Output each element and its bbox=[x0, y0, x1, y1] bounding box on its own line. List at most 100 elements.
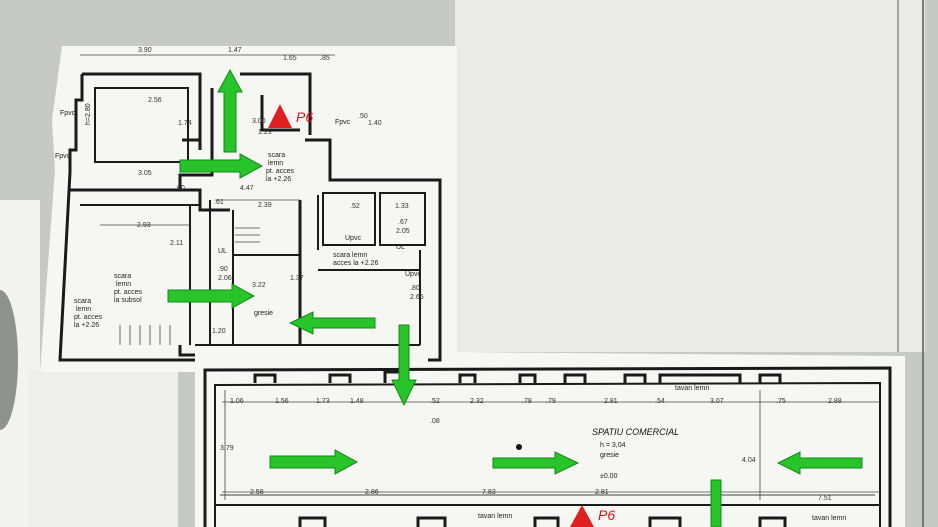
extinguisher-markers bbox=[268, 104, 594, 527]
stair-upper-2: lemn bbox=[268, 160, 283, 167]
dim-lower: 2.88 bbox=[828, 398, 842, 405]
commercial-level: ±0.00 bbox=[600, 473, 618, 480]
dim-lower: 2.32 bbox=[470, 398, 484, 405]
commercial-height: h = 3,04 bbox=[600, 442, 626, 449]
arrow-shaft-icon bbox=[710, 479, 722, 527]
dim-upper: 2.56 bbox=[148, 97, 162, 104]
dim-upper: 2.05 bbox=[396, 228, 410, 235]
ceiling-label-2: tavan lemn bbox=[478, 513, 512, 520]
dim-lower: 1.56 bbox=[275, 398, 289, 405]
stair-left-b-4: la +2.26 bbox=[74, 322, 99, 329]
arrow-right-icon bbox=[179, 153, 264, 179]
dim-lower: .75 bbox=[776, 398, 786, 405]
ceiling-label-1: tavan lemn bbox=[675, 385, 709, 392]
dim-lower: 3.07 bbox=[710, 398, 724, 405]
center-dot-icon bbox=[516, 444, 522, 450]
dim-lower: 1.48 bbox=[350, 398, 364, 405]
dim-lower: 4.04 bbox=[742, 457, 756, 464]
stair-mid-1: scara lemn bbox=[333, 252, 367, 259]
dim-upper: 1.74 bbox=[178, 120, 192, 127]
commercial-title: SPATIU COMERCIAL bbox=[592, 427, 679, 437]
dim-upper: 3.05 bbox=[138, 170, 152, 177]
dim-upper: .60 bbox=[175, 185, 185, 192]
gresie-label: gresie bbox=[254, 310, 273, 317]
dim-top-2: 1.47 bbox=[228, 47, 242, 54]
walls-lower bbox=[203, 366, 892, 527]
dim-lower: 2.86 bbox=[365, 489, 379, 496]
arrow-left-icon bbox=[288, 311, 376, 335]
extinguisher-label: P6 bbox=[296, 109, 313, 125]
paper-sheet-bottom-left bbox=[28, 370, 178, 527]
dim-upper: 1.33 bbox=[395, 203, 409, 210]
extinguisher-label-2: P6 bbox=[598, 507, 615, 523]
warning-triangle-icon bbox=[570, 505, 594, 527]
dim-lower: 2.81 bbox=[595, 489, 609, 496]
dim-upper: 2.11 bbox=[170, 240, 183, 247]
stair-left-a-3: pt. acces bbox=[114, 289, 143, 296]
dim-upper: 3.22 bbox=[252, 282, 266, 289]
stair-mid-2: acces la +2.26 bbox=[333, 260, 378, 267]
commercial-floor: gresie bbox=[600, 452, 619, 459]
dim-top-3: 1.65 bbox=[283, 55, 297, 62]
dim-upper: 1.20 bbox=[212, 328, 226, 335]
dim-upper: .50 bbox=[358, 113, 368, 120]
stair-left-a-2: lemn bbox=[116, 281, 131, 288]
arrow-down-icon bbox=[391, 324, 417, 407]
dim-upper: .80 bbox=[410, 285, 420, 292]
dim-lower: .08 bbox=[430, 418, 440, 425]
dim-lower: 1.06 bbox=[230, 398, 244, 405]
dim-upper: 2.39 bbox=[258, 202, 272, 209]
upvc-label-1: Upvc bbox=[345, 235, 361, 242]
stair-left-b-1: scara bbox=[74, 298, 91, 305]
dim-upper: 2.65 bbox=[410, 294, 424, 301]
dim-upper: 2.06 bbox=[218, 275, 232, 282]
height-label: h=2.80 bbox=[85, 103, 92, 125]
warning-triangle-icon bbox=[268, 104, 292, 128]
dim-lower: .79 bbox=[546, 398, 556, 405]
dim-lower: .52 bbox=[430, 398, 440, 405]
wc-label-1: UL bbox=[218, 248, 227, 255]
stair-upper-3: pt. acces bbox=[266, 168, 295, 175]
dim-lower: 2.81 bbox=[604, 398, 618, 405]
dim-lower: 7.83 bbox=[482, 489, 496, 496]
stair-left-b-2: lemn bbox=[76, 306, 91, 313]
dim-upper: .90 bbox=[218, 266, 228, 273]
stair-upper-4: la +2.26 bbox=[266, 176, 291, 183]
stair-left-a-1: scara bbox=[114, 273, 131, 280]
dim-lower: 3.79 bbox=[220, 445, 234, 452]
arrow-left-icon bbox=[776, 451, 863, 475]
arrow-right-icon bbox=[492, 451, 580, 475]
ceiling-label-3: tavan lemn bbox=[812, 515, 846, 522]
dim-lower: 7.51 bbox=[818, 495, 832, 502]
arrow-right-icon bbox=[269, 449, 359, 475]
dim-upper: 1.40 bbox=[368, 120, 382, 127]
evacuation-arrows bbox=[167, 68, 863, 527]
stair-hatching bbox=[119, 227, 260, 345]
dim-upper: .61 bbox=[214, 199, 224, 206]
upvc-label-2: Upvc bbox=[405, 271, 421, 278]
arrow-right-icon bbox=[167, 283, 256, 309]
dim-upper: .52 bbox=[350, 203, 360, 210]
dim-upper: 4.47 bbox=[240, 185, 254, 192]
stair-left-a-4: la subsol bbox=[114, 297, 142, 304]
dim-upper: 1.29 bbox=[258, 129, 272, 136]
dimension-lines bbox=[80, 54, 880, 500]
paper-sheet-right bbox=[455, 0, 925, 352]
shadow-object bbox=[0, 290, 18, 430]
dim-upper: .67 bbox=[398, 219, 408, 226]
dim-lower: 2.58 bbox=[250, 489, 264, 496]
dim-lower: .78 bbox=[522, 398, 532, 405]
dim-upper: 3.00 bbox=[252, 118, 266, 125]
dim-lower: 1.73 bbox=[316, 398, 330, 405]
stair-upper-1: scara bbox=[268, 152, 285, 159]
arrow-up-icon bbox=[217, 68, 243, 153]
wc-label-2: UL bbox=[396, 244, 405, 251]
dim-upper: 2.93 bbox=[137, 222, 151, 229]
dim-upper: 1.37 bbox=[290, 275, 304, 282]
fpvc-label-2: Fpvc bbox=[55, 153, 71, 160]
fpvc-label-3: Fpvc bbox=[335, 119, 351, 126]
dim-top-4: .85 bbox=[320, 55, 330, 62]
